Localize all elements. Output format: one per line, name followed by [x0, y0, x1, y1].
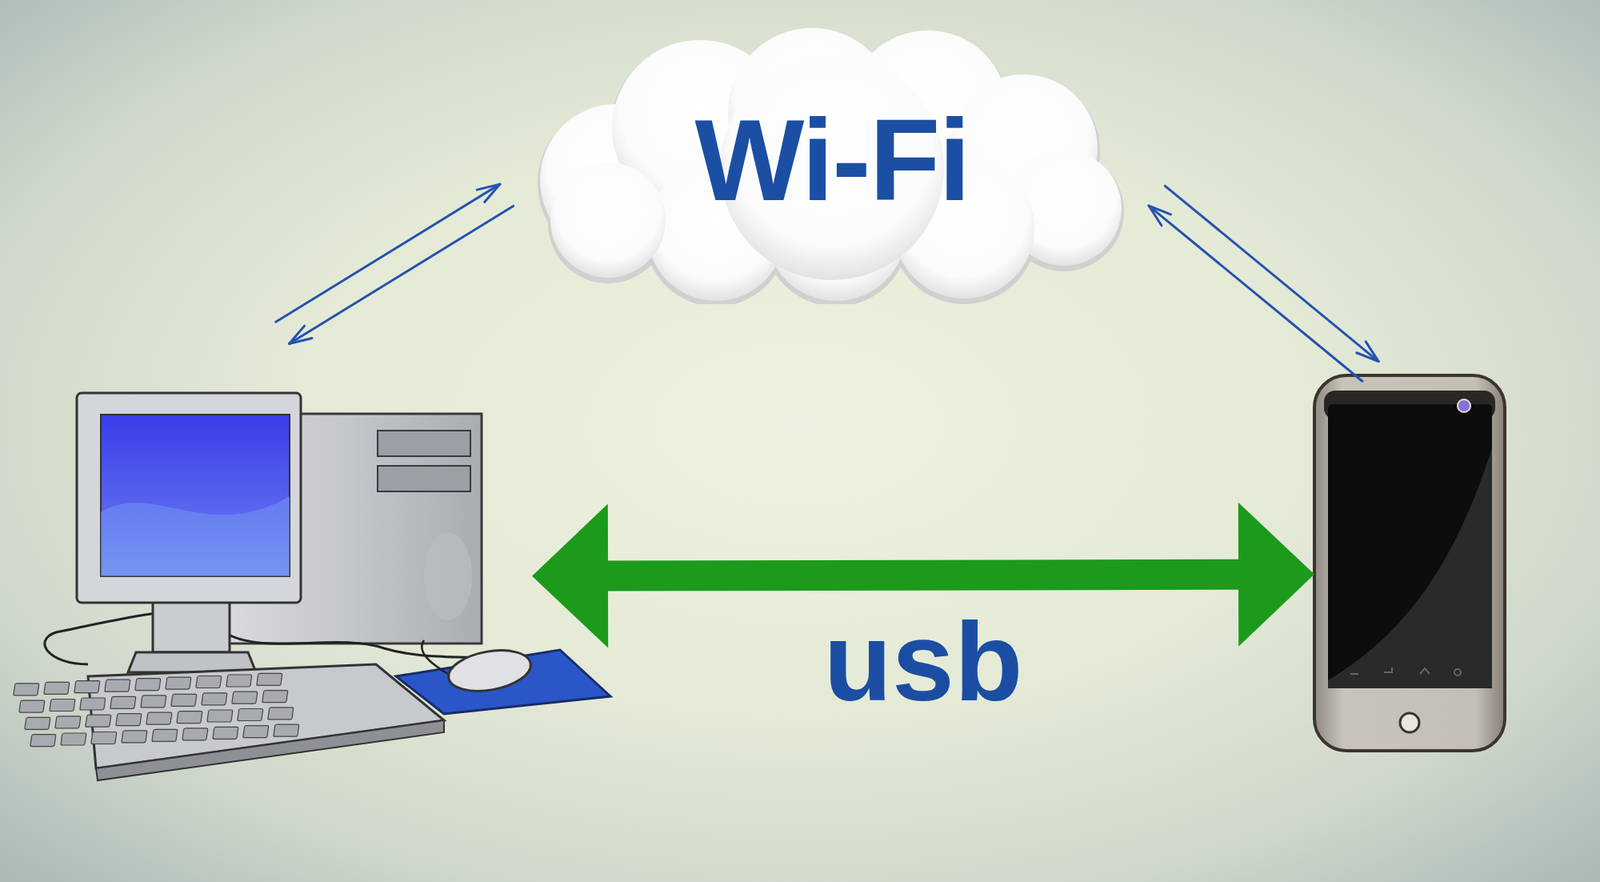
computer-node	[32, 336, 532, 776]
phone-node	[1314, 375, 1505, 751]
wireless-arrows	[1148, 185, 1379, 381]
text-wrap: Wi-Fi	[512, 16, 1152, 304]
node-title: Wi-Fi	[694, 93, 969, 228]
edge-label: usb	[824, 605, 1024, 718]
wifi-cloud: Wi-Fi	[512, 16, 1152, 304]
computer-illustration	[13, 392, 611, 780]
phone-illustration	[1314, 375, 1505, 751]
wireless-arrows	[276, 184, 514, 344]
